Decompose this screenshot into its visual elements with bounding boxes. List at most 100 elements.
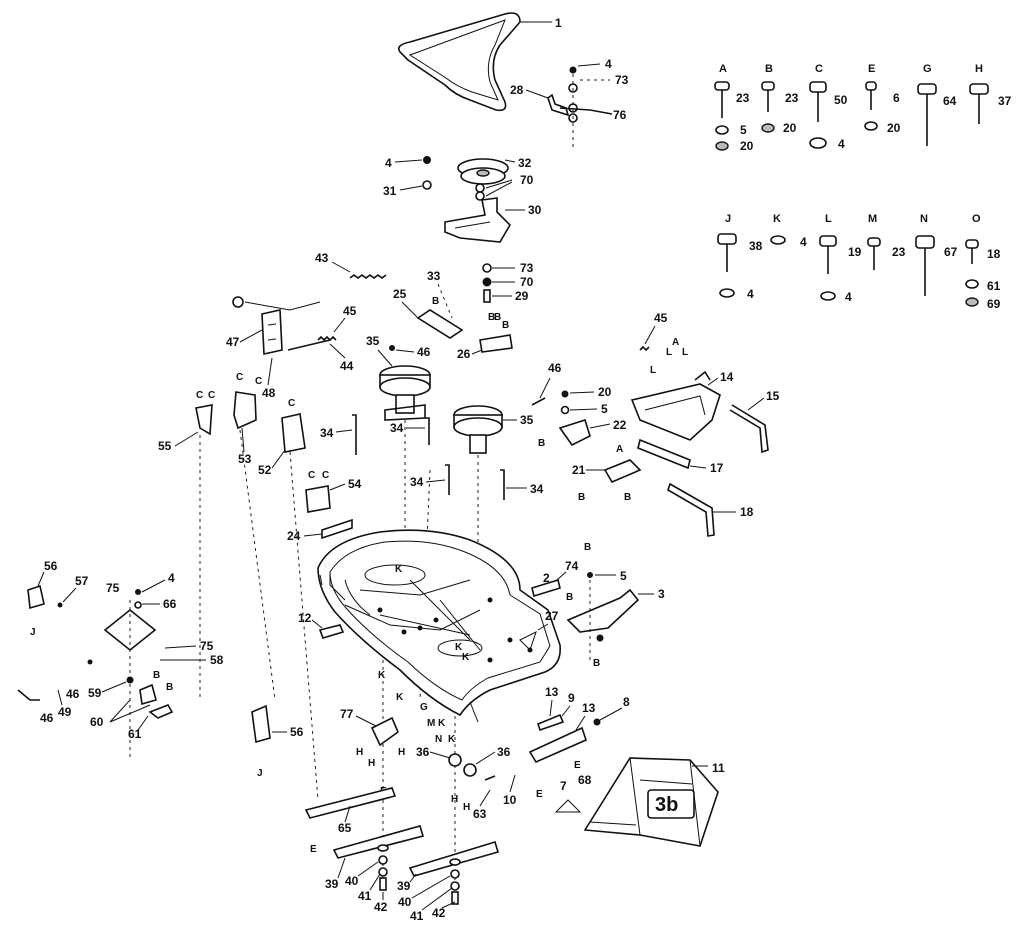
key-size-c: 50 [834, 93, 848, 107]
callout-40b: 40 [398, 895, 412, 909]
callout-24: 24 [287, 529, 301, 543]
callout-33: 33 [427, 269, 441, 283]
key-letter-m: M [868, 213, 877, 225]
key-washer-a1: 5 [740, 123, 747, 137]
callout-15: 15 [766, 389, 780, 403]
key-size-e: 6 [893, 91, 900, 105]
callout-55: 55 [158, 439, 172, 453]
callout-36a: 36 [416, 745, 430, 759]
callout-77: 77 [340, 707, 354, 721]
key-size-h: 37 [998, 94, 1012, 108]
key-size-o: 18 [987, 247, 1001, 261]
key-size-g: 64 [943, 94, 957, 108]
callout-27: 27 [545, 609, 559, 623]
letter-b10: B [153, 670, 160, 681]
callout-34c: 34 [410, 475, 424, 489]
callout-73b: 73 [520, 261, 534, 275]
letter-h5: H [463, 802, 470, 813]
callout-43: 43 [315, 251, 329, 265]
key-washer-l1: 4 [845, 290, 852, 304]
letter-b2: B [494, 312, 501, 323]
letter-b11: B [166, 682, 173, 693]
callout-41b: 41 [410, 909, 424, 923]
callout-40a: 40 [345, 874, 359, 888]
key-size-j: 38 [749, 239, 763, 253]
callout-30: 30 [528, 203, 542, 217]
callout-4c: 4 [168, 571, 175, 585]
hardware-key: A 23 5 20 B 23 20 C 50 4 E 6 20 G 64 H 3… [714, 63, 1012, 311]
callout-65: 65 [338, 821, 352, 835]
letter-k3: K [462, 652, 470, 663]
callout-53: 53 [238, 452, 252, 466]
callout-58: 58 [210, 653, 224, 667]
letter-l2: L [682, 347, 688, 358]
letter-h2: H [398, 747, 405, 758]
key-size-n: 67 [944, 245, 958, 259]
key-letter-e: E [868, 63, 875, 75]
callout-7: 7 [560, 779, 567, 793]
callout-31: 31 [383, 184, 397, 198]
key-washer-c1: 4 [838, 137, 845, 151]
callout-46a: 46 [417, 345, 431, 359]
letter-b7: B [584, 542, 591, 553]
letter-j1: J [30, 627, 36, 638]
key-letter-k: K [773, 213, 781, 225]
letter-k1: K [395, 564, 403, 575]
callout-61: 61 [128, 727, 142, 741]
callout-46c: 46 [66, 687, 80, 701]
callout-10: 10 [503, 793, 517, 807]
spindle-pulley-right [453, 405, 503, 454]
letter-c3: C [236, 372, 243, 383]
letter-a1: A [616, 444, 623, 455]
callout-32: 32 [518, 156, 532, 170]
blade-right [408, 840, 499, 905]
callout-45a: 45 [343, 304, 357, 318]
callout-17: 17 [710, 461, 724, 475]
key-letter-h: H [975, 63, 983, 75]
spindle-pulley-left [379, 365, 431, 421]
callout-70b: 70 [520, 275, 534, 289]
callout-35a: 35 [366, 334, 380, 348]
letter-e2: E [536, 789, 543, 800]
callout-4: 4 [605, 57, 612, 71]
callout-2: 2 [543, 571, 550, 585]
callout-39b: 39 [397, 879, 411, 893]
callout-42a: 42 [374, 900, 388, 914]
callout-11: 11 [712, 761, 725, 775]
key-size-m: 23 [892, 245, 906, 259]
letter-c2: C [208, 390, 215, 401]
chute-logo: 3b [655, 794, 678, 816]
callout-28: 28 [510, 83, 524, 97]
callout-34d: 34 [530, 482, 544, 496]
key-letter-c: C [815, 63, 823, 75]
callout-14: 14 [720, 370, 734, 384]
callout-60: 60 [90, 715, 104, 729]
key-letter-l: L [825, 213, 832, 225]
letter-b4: B [538, 438, 545, 449]
callout-18: 18 [740, 505, 754, 519]
callout-8: 8 [623, 695, 630, 709]
letter-c4: C [255, 376, 262, 387]
letter-k4: K [378, 670, 386, 681]
key-size-l: 19 [848, 245, 862, 259]
callout-66: 66 [163, 597, 177, 611]
letter-c5: C [288, 398, 295, 409]
letter-e3: E [574, 760, 581, 771]
callout-5a: 5 [601, 402, 608, 416]
callout-46b: 46 [548, 361, 562, 375]
callout-34b: 34 [390, 421, 404, 435]
key-size-b: 23 [785, 91, 799, 105]
callout-75a: 75 [106, 581, 120, 595]
callout-36b: 36 [497, 745, 511, 759]
letter-c6: C [308, 470, 315, 481]
callout-57: 57 [75, 574, 89, 588]
key-letter-g: G [923, 63, 932, 75]
callout-49: 49 [58, 705, 72, 719]
callout-76: 76 [613, 108, 627, 122]
letter-b3: B [502, 320, 509, 331]
blade-left [304, 787, 425, 891]
callout-13a: 13 [545, 685, 559, 699]
callout-56b: 56 [290, 725, 304, 739]
callout-26: 26 [457, 347, 471, 361]
